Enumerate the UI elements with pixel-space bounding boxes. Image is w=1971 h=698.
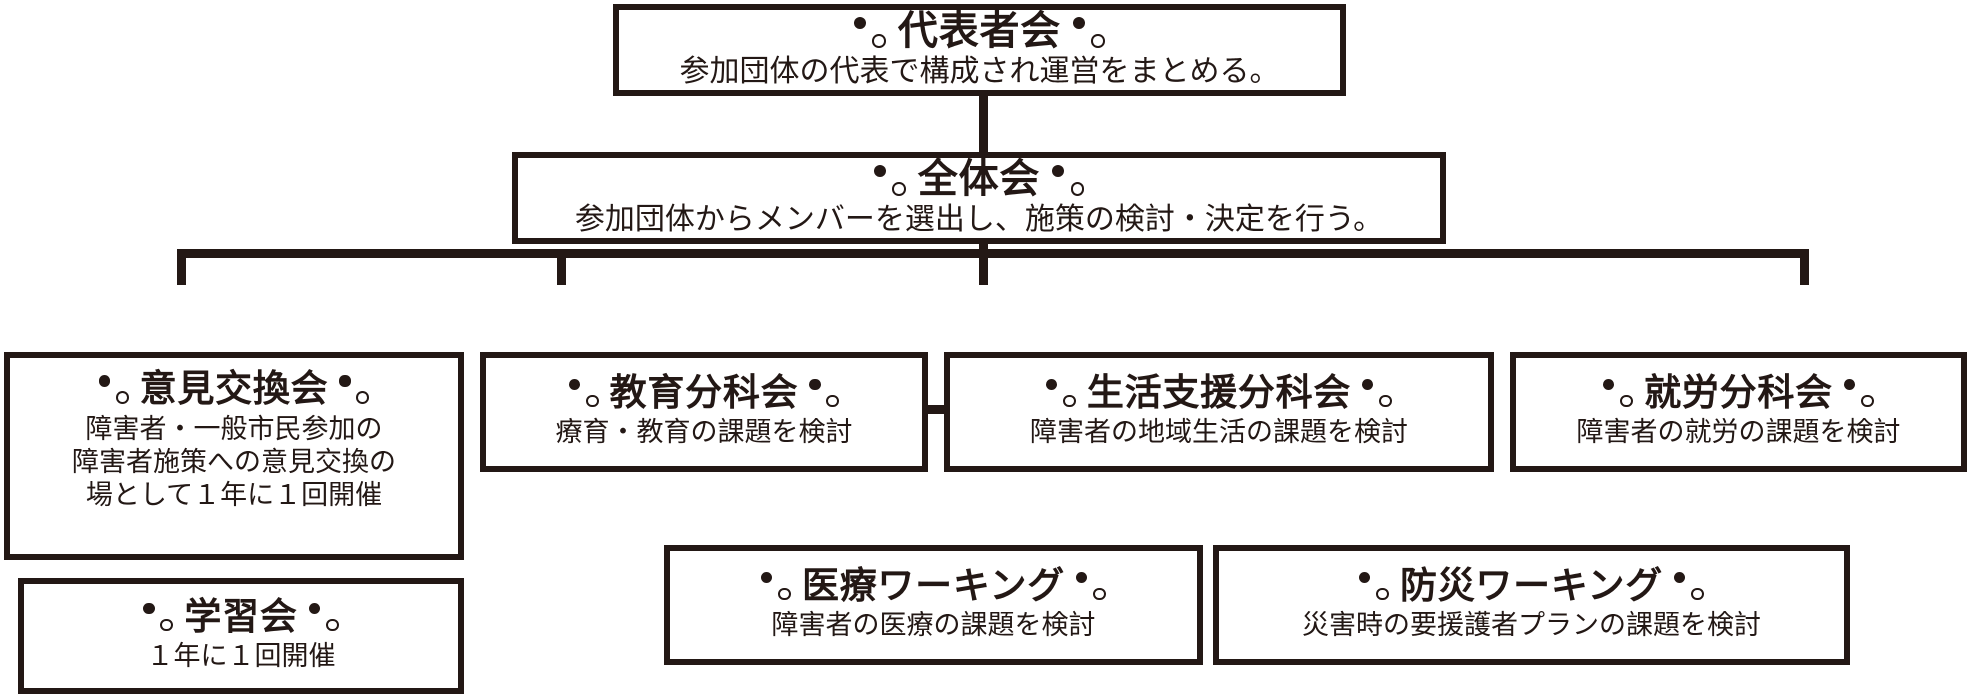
marker-dot-icon <box>809 375 840 414</box>
marker-dot-icon <box>143 599 174 638</box>
marker-dot-icon <box>853 12 886 54</box>
node-exchange[interactable]: 意見交換会 障害者・一般市民参加の 障害者施策への意見交換の 場として１年に１回… <box>4 352 464 560</box>
marker-dot-icon <box>1603 375 1634 414</box>
connector-bus-to-employment <box>1800 249 1809 285</box>
node-education-desc-line: 療育・教育の課題を検討 <box>555 417 853 449</box>
connector-main-bus <box>177 249 1805 258</box>
node-disaster-working-group-title-text: 防災ワーキング <box>1399 563 1664 607</box>
marker-dot-icon <box>1076 568 1106 607</box>
marker-dot-icon <box>1358 568 1389 607</box>
node-study-title-text: 学習会 <box>184 594 298 638</box>
connector-bus-to-education <box>557 249 566 285</box>
node-medical-working-group[interactable]: 医療ワーキング 障害者の医療の課題を検討 <box>664 545 1203 665</box>
node-employment-title-text: 就労分科会 <box>1644 370 1833 414</box>
node-study-title: 学習会 <box>143 594 339 638</box>
node-medical-working-group-title-text: 医療ワーキング <box>801 563 1066 607</box>
marker-dot-icon <box>873 160 906 202</box>
node-exchange-desc-line: 場として１年に１回開催 <box>85 479 383 511</box>
marker-dot-icon <box>98 371 129 410</box>
node-employment-desc-line: 障害者の就労の課題を検討 <box>1576 417 1901 449</box>
node-exchange-desc: 障害者・一般市民参加の 障害者施策への意見交換の 場として１年に１回開催 <box>72 414 396 513</box>
node-education-desc: 療育・教育の課題を検討 <box>556 417 853 450</box>
node-living-support-desc: 障害者の地域生活の課題を検討 <box>1030 417 1408 450</box>
node-employment-title: 就労分科会 <box>1603 370 1874 414</box>
node-employment-desc: 障害者の就労の課題を検討 <box>1577 417 1901 450</box>
node-living-support-desc-line: 障害者の地域生活の課題を検討 <box>1030 417 1408 449</box>
node-disaster-working-group-title: 防災ワーキング <box>1358 563 1704 607</box>
node-employment[interactable]: 就労分科会 障害者の就労の課題を検討 <box>1510 352 1967 472</box>
node-disaster-working-group-desc: 災害時の要援護者プランの課題を検討 <box>1302 610 1761 643</box>
node-living-support-title: 生活支援分科会 <box>1045 370 1393 414</box>
node-plenary-desc: 参加団体からメンバーを選出し、施策の検討・決定を行う。 <box>575 202 1383 239</box>
marker-dot-icon <box>760 568 791 607</box>
node-representatives-desc: 参加団体の代表で構成され運営をまとめる。 <box>680 54 1280 91</box>
node-education-title: 教育分科会 <box>568 370 840 414</box>
node-plenary-desc-line: 参加団体からメンバーを選出し、施策の検討・決定を行う。 <box>574 201 1384 237</box>
node-disaster-working-group-desc-line: 災害時の要援護者プランの課題を検討 <box>1302 610 1761 642</box>
node-exchange-desc-line: 障害者施策への意見交換の <box>72 446 396 478</box>
node-study[interactable]: 学習会 １年に１回開催 <box>18 578 464 694</box>
marker-dot-icon <box>1362 375 1393 414</box>
node-representatives-title: 代表者会 <box>853 7 1106 54</box>
connector-bus-to-exchange <box>177 249 186 285</box>
node-plenary-title-text: 全体会 <box>917 155 1041 202</box>
node-plenary[interactable]: 全体会 参加団体からメンバーを選出し、施策の検討・決定を行う。 <box>512 152 1446 244</box>
marker-dot-icon <box>1073 12 1106 54</box>
connector-bus-to-living-support <box>979 249 988 285</box>
marker-dot-icon <box>1045 375 1076 414</box>
node-disaster-working-group[interactable]: 防災ワーキング 災害時の要援護者プランの課題を検討 <box>1213 545 1850 665</box>
node-representatives-title-text: 代表者会 <box>897 7 1062 54</box>
node-plenary-title: 全体会 <box>873 155 1085 202</box>
node-exchange-title: 意見交換会 <box>98 367 370 410</box>
node-medical-working-group-desc: 障害者の医療の課題を検討 <box>772 610 1096 643</box>
marker-dot-icon <box>308 599 339 638</box>
marker-dot-icon <box>339 371 370 410</box>
node-living-support[interactable]: 生活支援分科会 障害者の地域生活の課題を検討 <box>944 352 1494 472</box>
node-study-desc: １年に１回開催 <box>147 641 336 674</box>
marker-dot-icon <box>1843 375 1874 414</box>
node-study-desc-line: １年に１回開催 <box>146 641 336 673</box>
node-representatives-desc-line: 参加団体の代表で構成され運営をまとめる。 <box>679 53 1280 89</box>
node-living-support-title-text: 生活支援分科会 <box>1086 370 1352 414</box>
node-education[interactable]: 教育分科会 療育・教育の課題を検討 <box>480 352 928 472</box>
node-representatives[interactable]: 代表者会 参加団体の代表で構成され運営をまとめる。 <box>613 4 1346 96</box>
marker-dot-icon <box>1052 160 1085 202</box>
node-exchange-desc-line: 障害者・一般市民参加の <box>85 413 383 445</box>
marker-dot-icon <box>568 375 599 414</box>
marker-dot-icon <box>1674 568 1704 607</box>
node-medical-working-group-title: 医療ワーキング <box>760 563 1106 607</box>
node-exchange-title-text: 意見交換会 <box>139 367 329 410</box>
connector-representatives-to-plenary <box>979 92 988 152</box>
node-education-title-text: 教育分科会 <box>609 370 799 414</box>
node-medical-working-group-desc-line: 障害者の医療の課題を検討 <box>771 610 1096 642</box>
